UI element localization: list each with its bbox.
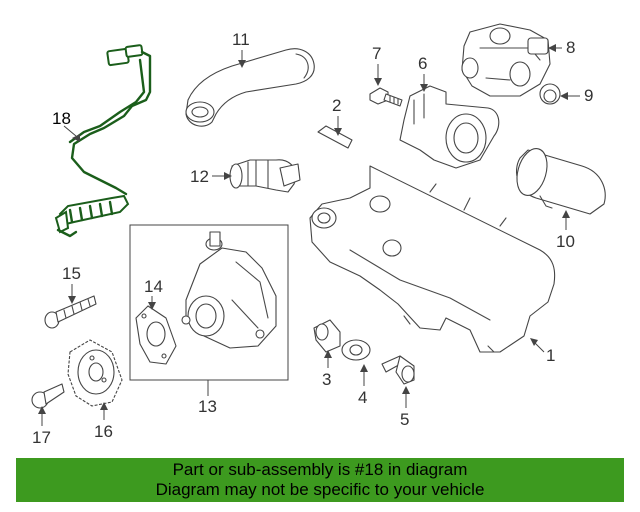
callout-14: 14 [144, 277, 163, 310]
parts-diagram: 1 2 3 4 5 6 7 8 9 10 [31, 23, 606, 447]
callout-label-15: 15 [62, 264, 81, 283]
callout-label-1: 1 [546, 346, 555, 365]
sprocket-part-16[interactable] [67, 339, 123, 407]
callout-7: 7 [372, 44, 382, 86]
bolt-part-15[interactable] [44, 295, 97, 329]
callout-label-14: 14 [144, 277, 163, 296]
callout-10: 10 [556, 210, 575, 251]
callout-label-7: 7 [372, 44, 381, 63]
vacuum-pump-part-13[interactable] [181, 231, 277, 349]
hose-part-11[interactable] [185, 48, 315, 127]
callout-label-2: 2 [332, 96, 341, 115]
callout-4: 4 [358, 364, 368, 407]
filter-part-10[interactable] [512, 145, 606, 215]
callout-8: 8 [548, 38, 575, 57]
pump-part-8[interactable] [461, 23, 551, 97]
callout-1: 1 [530, 338, 555, 365]
callout-label-8: 8 [566, 38, 575, 57]
housing-part-1[interactable] [309, 165, 556, 353]
callout-label-12: 12 [190, 167, 209, 186]
bracket-part-6[interactable] [399, 85, 500, 169]
callout-label-10: 10 [556, 232, 575, 251]
callout-label-17: 17 [32, 428, 51, 447]
callout-6: 6 [418, 54, 428, 92]
banner-line-part: Part or sub-assembly is #18 in diagram [172, 460, 468, 479]
sub-assembly-frame-13 [129, 224, 289, 381]
callout-label-3: 3 [322, 370, 331, 389]
gasket-part-2[interactable] [317, 125, 353, 149]
callout-3: 3 [322, 350, 332, 389]
callout-16: 16 [94, 402, 113, 441]
callout-label-5: 5 [400, 410, 409, 429]
grommet-part-3[interactable] [313, 319, 341, 353]
callout-label-4: 4 [358, 388, 367, 407]
cap-part-9[interactable] [539, 83, 561, 105]
fitting-part-12[interactable] [229, 159, 301, 193]
callout-15: 15 [62, 264, 81, 304]
oxygen-sensor-part-18[interactable] [54, 44, 152, 238]
callout-5: 5 [400, 386, 410, 429]
callout-label-6: 6 [418, 54, 427, 73]
callout-label-13: 13 [198, 397, 217, 416]
part-info-banner: Part or sub-assembly is #18 in diagram D… [16, 458, 624, 502]
gasket-part-14[interactable] [135, 305, 177, 365]
callout-2: 2 [332, 96, 342, 136]
bolt-part-17[interactable] [31, 383, 65, 409]
callout-label-16: 16 [94, 422, 113, 441]
callout-12: 12 [190, 167, 232, 186]
callout-label-18: 18 [52, 109, 71, 128]
banner-line-disclaimer: Diagram may not be specific to your vehi… [155, 480, 485, 499]
callout-17: 17 [32, 406, 51, 447]
bolt-part-7[interactable] [369, 87, 403, 107]
callout-11: 11 [232, 30, 250, 68]
callout-label-11: 11 [232, 30, 250, 49]
callout-label-9: 9 [584, 86, 593, 105]
callout-9: 9 [560, 86, 593, 105]
washer-part-4[interactable] [341, 339, 371, 361]
callout-13: 13 [198, 380, 217, 416]
callout-18: 18 [52, 109, 80, 142]
bolt-part-5[interactable] [381, 355, 415, 385]
